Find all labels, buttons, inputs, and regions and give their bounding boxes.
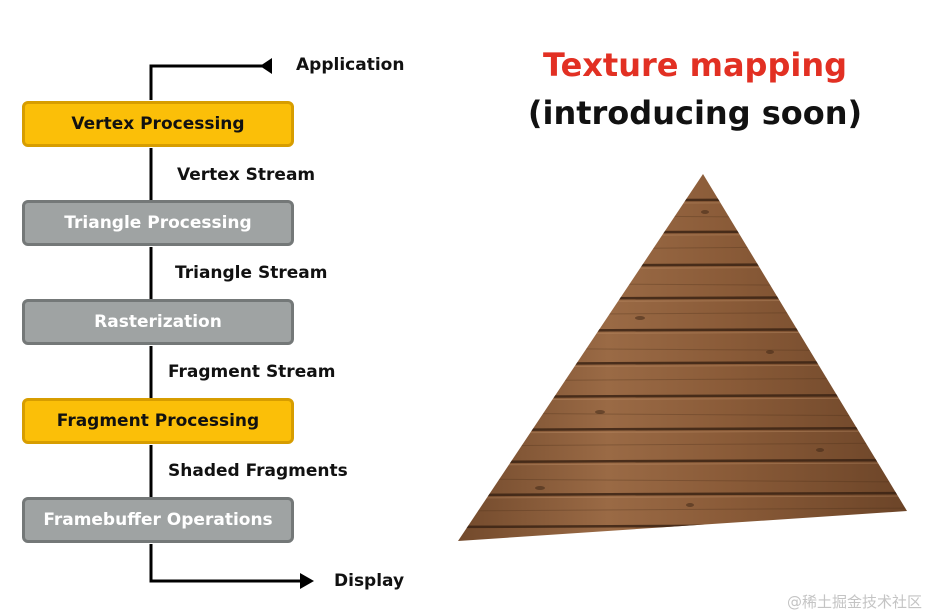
stage-fragment-processing: Fragment Processing xyxy=(22,398,294,444)
application-label: Application xyxy=(296,55,405,75)
texture-mapping-title: Texture mapping xyxy=(542,46,848,84)
display-label: Display xyxy=(334,571,405,591)
application-arrowhead xyxy=(260,58,272,74)
display-arrowhead xyxy=(300,573,314,589)
application-connector xyxy=(149,64,270,100)
stage-vertex-processing: Vertex Processing xyxy=(22,101,294,147)
texture-mapping-subtitle: (introducing soon) xyxy=(527,94,863,132)
stream-label-fragment: Fragment Stream xyxy=(168,362,336,382)
watermark: @稀土掘金技术社区 xyxy=(786,593,922,611)
stage-rasterization: Rasterization xyxy=(22,299,294,345)
stream-label-triangle: Triangle Stream xyxy=(175,263,328,283)
stage-triangle-processing: Triangle Processing xyxy=(22,200,294,246)
stage-framebuffer-operations: Framebuffer Operations xyxy=(22,497,294,543)
display-connector xyxy=(149,544,300,583)
pipeline-connectors xyxy=(149,58,314,589)
stream-label-vertex: Vertex Stream xyxy=(177,165,316,185)
stream-label-shaded: Shaded Fragments xyxy=(168,461,348,481)
